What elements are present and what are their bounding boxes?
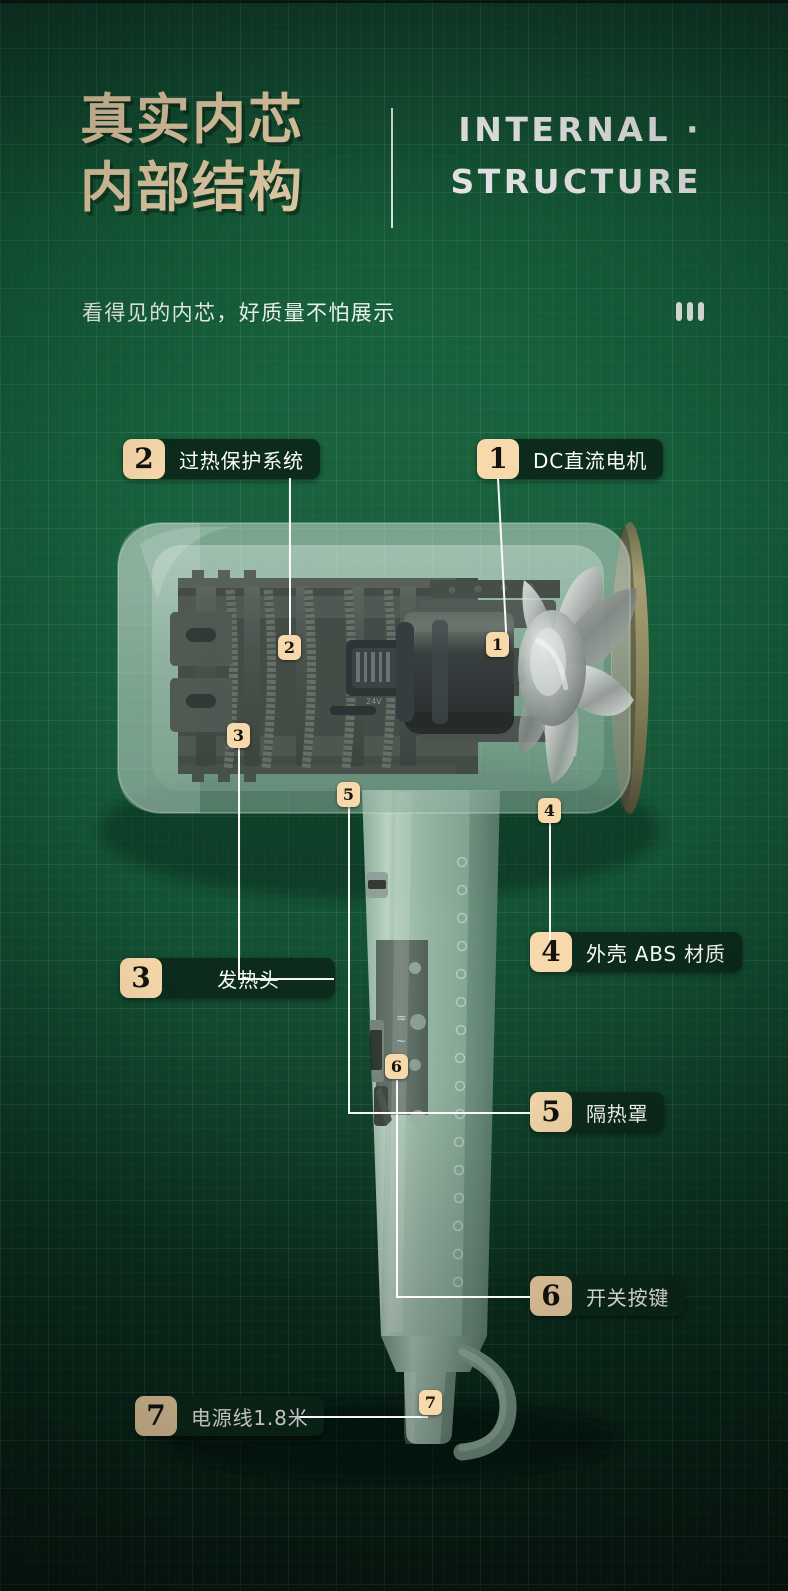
callout-5-number: 5 <box>530 1092 572 1132</box>
leader-line-7-h <box>300 1416 428 1418</box>
callout-2[interactable]: 2 过热保护系统 <box>123 439 320 479</box>
subtitle-row: 看得见的内芯，好质量不怕展示 <box>0 295 788 335</box>
header: 真实内芯 内部结构 INTERNAL · STRUCTURE <box>0 86 788 256</box>
marker-7[interactable]: 7 <box>419 1390 442 1415</box>
callout-7-label: 电源线1.8米 <box>191 1405 309 1430</box>
page-title-en: INTERNAL · STRUCTURE <box>372 104 702 208</box>
marker-5[interactable]: 5 <box>337 782 360 807</box>
dryer-barrel: 24V <box>117 522 649 814</box>
callout-6-label: 开关按键 <box>586 1285 670 1310</box>
page-title-en-line1: INTERNAL · <box>458 110 702 149</box>
callout-5-label: 隔热罩 <box>586 1101 649 1126</box>
leader-line-4 <box>549 810 551 940</box>
leader-line-5-h <box>348 1112 530 1114</box>
callout-6-number: 6 <box>530 1276 572 1316</box>
leader-line-3 <box>238 748 240 980</box>
callout-7[interactable]: 7 电源线1.8米 <box>135 1396 325 1436</box>
svg-text:≈: ≈ <box>396 1011 407 1026</box>
leader-line-5 <box>348 806 350 1114</box>
callout-2-number: 2 <box>123 439 165 479</box>
callout-1[interactable]: 1 DC直流电机 <box>477 439 664 479</box>
callout-2-label: 过热保护系统 <box>179 448 304 473</box>
callout-4[interactable]: 4 外壳 ABS 材质 <box>530 932 742 972</box>
callout-7-number: 7 <box>135 1396 177 1436</box>
top-rule <box>0 0 788 3</box>
three-bars-icon <box>676 302 704 321</box>
page-title: 真实内芯 内部结构 <box>80 86 304 222</box>
callout-4-label: 外壳 ABS 材质 <box>586 941 726 966</box>
leader-line-3-h <box>238 978 334 980</box>
marker-1[interactable]: 1 <box>486 632 509 657</box>
leader-line-6-h <box>396 1296 530 1298</box>
fan-impeller <box>518 566 637 784</box>
marker-4[interactable]: 4 <box>538 798 561 823</box>
callout-3[interactable]: 3 发热头 <box>120 958 335 998</box>
callout-1-number: 1 <box>477 439 519 479</box>
page-title-line1: 真实内芯 <box>80 88 304 151</box>
marker-6[interactable]: 6 <box>385 1054 408 1079</box>
callout-6[interactable]: 6 开关按键 <box>530 1276 686 1316</box>
svg-text:24V: 24V <box>366 697 382 706</box>
marker-3[interactable]: 3 <box>227 723 250 748</box>
callout-1-label: DC直流电机 <box>533 448 648 473</box>
page-title-line2: 内部结构 <box>80 156 304 220</box>
title-divider <box>391 108 393 228</box>
leader-line-6 <box>396 1080 398 1298</box>
callout-3-number: 3 <box>120 958 162 998</box>
subtitle: 看得见的内芯，好质量不怕展示 <box>82 301 396 325</box>
svg-text:~: ~ <box>396 1034 406 1048</box>
marker-2[interactable]: 2 <box>278 635 301 660</box>
page-title-en-line2: STRUCTURE <box>450 162 702 202</box>
leader-line-2 <box>289 478 291 648</box>
callout-4-number: 4 <box>530 932 572 972</box>
callout-5[interactable]: 5 隔热罩 <box>530 1092 665 1132</box>
dryer-handle: ≈ ~ ss <box>362 790 500 1336</box>
